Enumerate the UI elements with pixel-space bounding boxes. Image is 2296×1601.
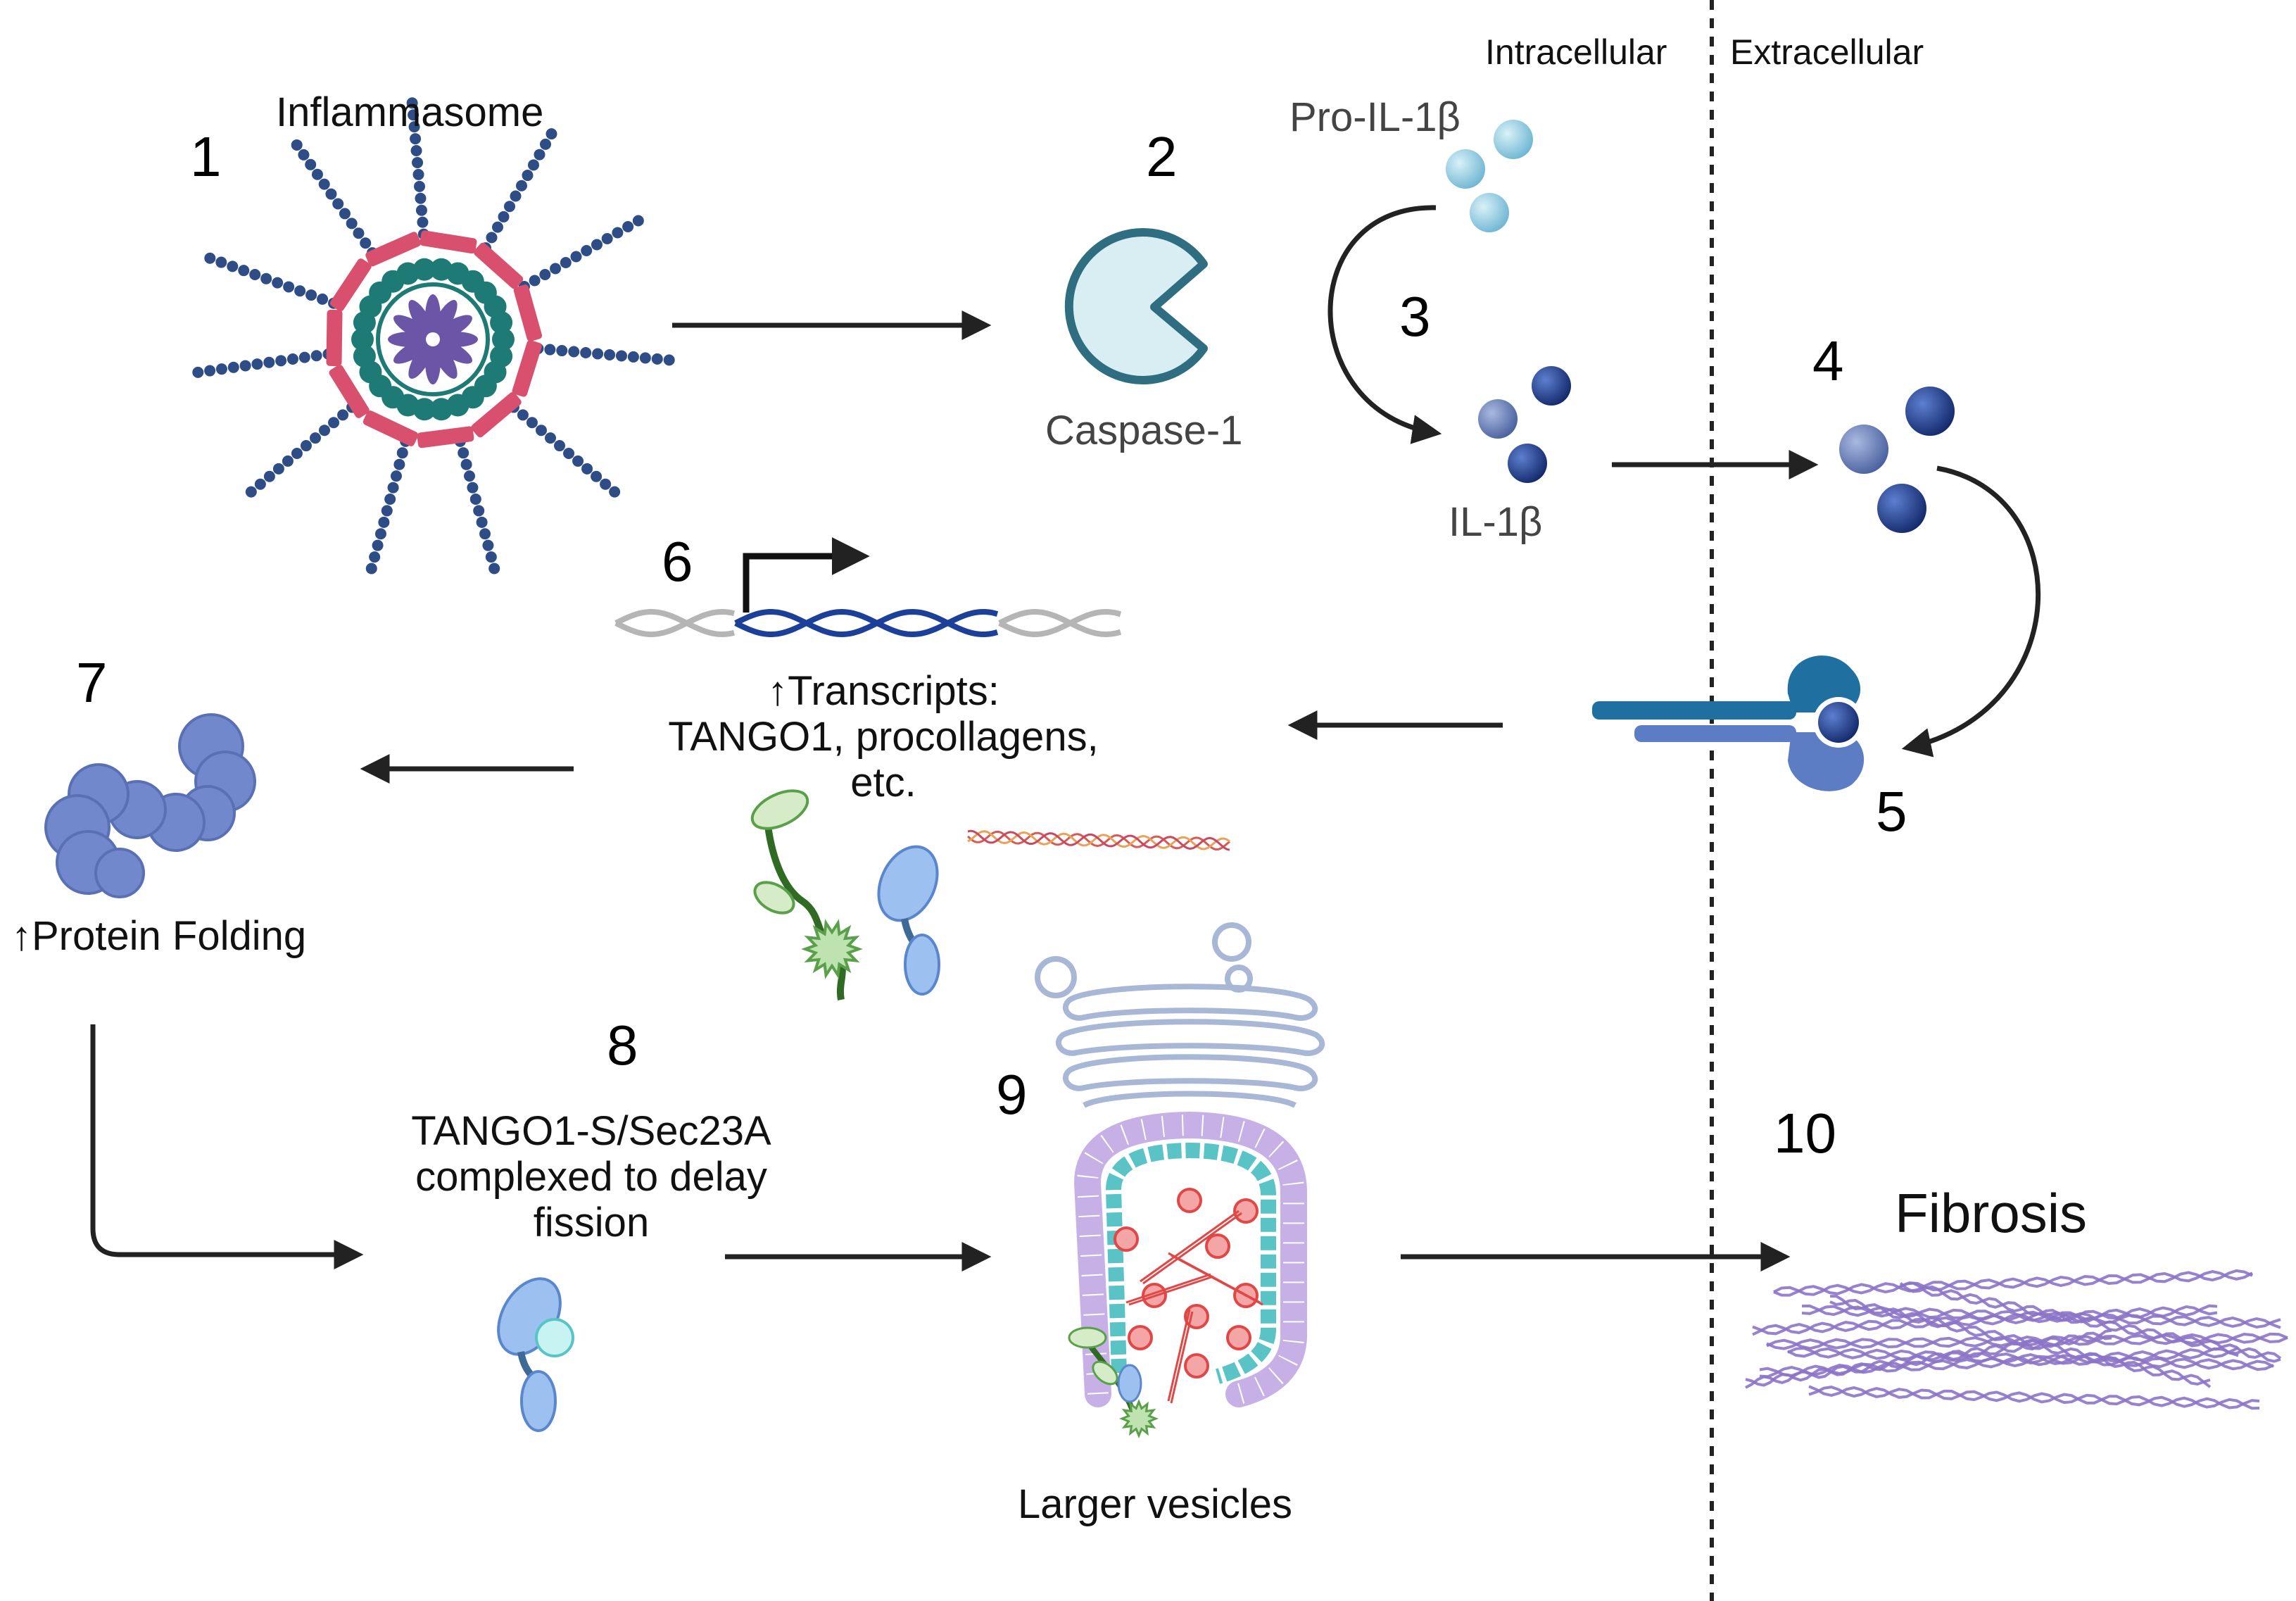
il-1b-label: IL-1β [1449, 499, 1543, 545]
fibrosis-label: Fibrosis [1895, 1182, 2088, 1244]
fibrosis-fibers [1745, 1269, 2288, 1410]
step-10-number: 10 [1774, 1102, 1836, 1164]
arrows [90, 205, 2041, 1272]
step-8-number: 8 [607, 1014, 638, 1076]
sec23a-illustration [877, 845, 940, 996]
extracellular-il-1b-beads [1839, 387, 1955, 533]
vesicle-tango1-illustration [1068, 1326, 1159, 1438]
inflammasome-illustration [192, 97, 675, 575]
caspase-1-label: Caspase-1 [1045, 408, 1243, 453]
arrow-pro-il-1b-to-il-1b [1327, 205, 1442, 444]
step-1-number: 1 [190, 125, 222, 188]
golgi-illustration [1035, 922, 1325, 1108]
pro-il-1b-label: Pro-IL-1β [1289, 94, 1461, 140]
arrow-folding-to-tango1-s [90, 1024, 364, 1269]
caspase-1-illustration [1064, 228, 1208, 384]
pro-il-1b-beads [1446, 120, 1533, 232]
larger-vesicles-label: Larger vesicles [1018, 1481, 1293, 1527]
step-7-number: 7 [76, 651, 108, 714]
procollagen-illustration [966, 829, 1230, 851]
step-5-number: 5 [1876, 780, 1907, 843]
transcripts-label: ↑Transcripts: TANGO1, procollagens, etc. [668, 668, 1099, 805]
dna-helix [614, 608, 1122, 638]
intracellular-zone-label: Intracellular [1485, 32, 1667, 72]
protein-folding-label: ↑Protein Folding [11, 913, 307, 959]
promoter-arrow [743, 537, 870, 613]
step-2-number: 2 [1146, 125, 1178, 188]
inflammasome-label: Inflammasome [276, 89, 544, 135]
step-6-number: 6 [662, 530, 693, 593]
tango1-illustration [750, 789, 863, 1000]
tango1-s-sec23a-label: TANGO1-S/Sec23A complexed to delay fissi… [411, 1108, 771, 1245]
step-4-number: 4 [1812, 329, 1844, 392]
large-vesicle-illustration [1073, 1111, 1307, 1407]
tango1-s-sec23a-complex [497, 1277, 574, 1432]
step-9-number: 9 [996, 1063, 1028, 1126]
extracellular-zone-label: Extracellular [1730, 32, 1924, 72]
step-3-number: 3 [1399, 285, 1431, 348]
il-1b-beads [1478, 366, 1571, 483]
il-1-receptor-illustration [1592, 655, 1865, 791]
arrow-il-1b-to-receptor [1901, 465, 2041, 758]
folded-protein-illustration [44, 713, 256, 898]
